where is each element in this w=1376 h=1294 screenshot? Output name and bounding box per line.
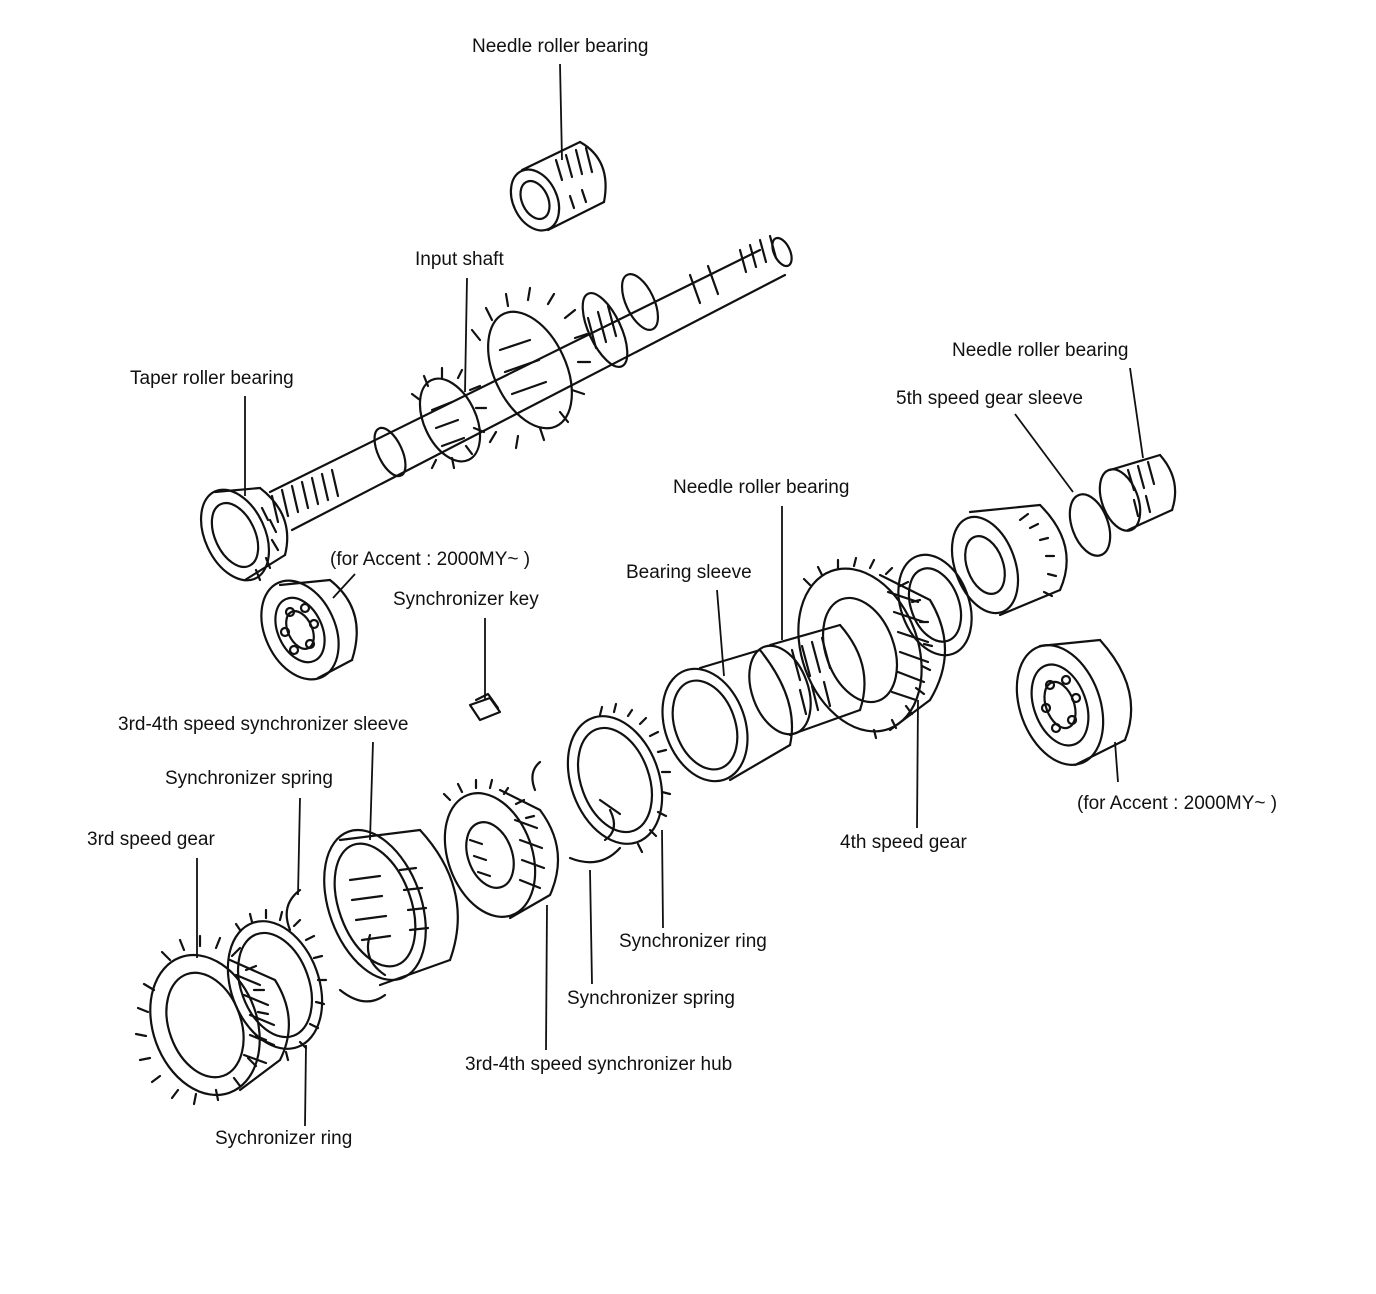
label-taper-roller-bearing: Taper roller bearing: [130, 368, 294, 389]
label-needle-roller-bearing-right: Needle roller bearing: [952, 340, 1129, 361]
synchronizer-spring-left-part: [285, 888, 387, 1003]
label-synchronizer-sleeve-34: 3rd-4th speed synchronizer sleeve: [118, 714, 409, 735]
leader-sychronizer-ring: [304, 1044, 307, 1127]
leader-spring-left: [297, 797, 301, 896]
needle-roller-bearing-top-part: [509, 140, 607, 232]
synchronizer-sleeve-34-part: [323, 828, 459, 987]
fifth-gear-sleeve-part: [950, 493, 1112, 617]
leader-fourth-gear: [916, 699, 919, 829]
bearing-sleeve-part: [661, 648, 794, 783]
leader-bearing-sleeve: [716, 589, 725, 677]
leader-input-shaft: [464, 277, 468, 393]
label-accent-note-right: (for Accent : 2000MY~ ): [1077, 793, 1278, 814]
needle-roller-bearing-mid-part: [748, 623, 866, 737]
label-bearing-sleeve: Bearing sleeve: [626, 562, 752, 583]
input-shaft-part: [268, 234, 793, 532]
leader-sleeve-34: [369, 741, 374, 841]
synchronizer-hub-34-part: [442, 778, 560, 920]
label-input-shaft: Input shaft: [415, 249, 504, 270]
leader-accent-right: [1114, 741, 1119, 783]
synchronizer-key-part: [468, 692, 502, 722]
label-needle-roller-bearing-mid: Needle roller bearing: [673, 477, 850, 498]
label-fourth-speed-gear: 4th speed gear: [840, 832, 967, 853]
leader-needle-bearing-right: [1129, 367, 1144, 459]
leader-accent-left: [332, 573, 356, 599]
ball-bearing-right-part: [1015, 638, 1133, 767]
synchronizer-ring-left-part: [226, 908, 328, 1062]
leader-ring-mid: [661, 829, 664, 929]
ball-bearing-left-part: [260, 578, 358, 681]
third-speed-gear-part: [134, 934, 290, 1106]
label-synchronizer-hub-34: 3rd-4th speed synchronizer hub: [465, 1054, 733, 1075]
label-accent-note-left: (for Accent : 2000MY~ ): [330, 549, 531, 570]
leader-needle-bearing-top: [559, 63, 563, 161]
label-synchronizer-ring-mid: Synchronizer ring: [619, 931, 767, 952]
leader-fifth-sleeve: [1014, 413, 1074, 493]
leader-hub-34: [545, 904, 548, 1051]
label-synchronizer-key: Synchronizer key: [393, 589, 539, 610]
needle-roller-bearing-right-part: [1098, 453, 1177, 532]
taper-roller-bearing-part: [199, 486, 289, 582]
synchronizer-ring-mid-part: [566, 702, 672, 854]
label-fifth-speed-gear-sleeve: 5th speed gear sleeve: [896, 388, 1083, 409]
label-needle-roller-bearing-top: Needle roller bearing: [472, 36, 649, 57]
leader-spring-mid: [589, 869, 593, 985]
label-sychronizer-ring-left: Sychronizer ring: [215, 1128, 353, 1149]
label-synchronizer-spring-mid: Synchronizer spring: [567, 988, 735, 1009]
label-third-speed-gear: 3rd speed gear: [87, 829, 215, 850]
label-synchronizer-spring-left: Synchronizer spring: [165, 768, 333, 789]
thrust-washer-part: [897, 553, 973, 657]
leader-lines: [196, 63, 1144, 1127]
synchronizer-spring-mid-part: [531, 760, 622, 864]
